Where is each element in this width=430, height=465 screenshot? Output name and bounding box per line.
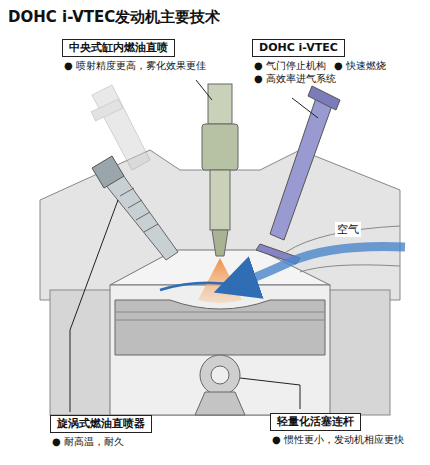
leader-line xyxy=(70,80,318,412)
central-injector xyxy=(202,84,238,256)
side-injector xyxy=(91,85,150,170)
callout-body: ● 惯性更小，发动机相应更快 xyxy=(270,431,420,446)
callout-box: 轻量化活塞连杆 ● 惯性更小，发动机相应更快 xyxy=(270,410,420,446)
swirl-injector xyxy=(92,156,178,260)
piston xyxy=(115,300,325,355)
callout-heading: 轻量化活塞连杆 xyxy=(270,413,361,431)
connecting-rod xyxy=(195,392,245,415)
bullet-text: ● 耐高温，耐久 xyxy=(52,435,208,448)
bullet-text: ● 气门停止机构 xyxy=(254,59,326,72)
callout-box: DOHC i-VTEC ● 气门停止机构 ● 快速燃烧● 高效率进气系统 xyxy=(252,36,402,85)
bullet-text: ● 快速燃烧 xyxy=(334,59,386,72)
intake-valve xyxy=(256,86,340,264)
callout-box: 中央式缸内燃油直喷 ● 喷射精度更高，雾化效果更佳 xyxy=(62,36,227,72)
callout-body: ● 耐高温，耐久 xyxy=(50,433,210,448)
cylinder-block xyxy=(50,290,390,415)
callout-heading-row: 旋涡式燃油直喷器 xyxy=(50,412,210,433)
callout-heading: DOHC i-VTEC xyxy=(252,39,345,57)
callout-box: 旋涡式燃油直喷器 ● 耐高温，耐久 xyxy=(50,412,210,448)
air-flow-arrow xyxy=(235,247,405,285)
piston-pin xyxy=(200,355,240,395)
callout-body: ● 气门停止机构 ● 快速燃烧● 高效率进气系统 xyxy=(252,57,402,85)
swirl-arrow xyxy=(160,283,240,290)
diagram-title: DOHC i-VTEC发动机主要技术 xyxy=(8,8,220,27)
bullet-text: ● 喷射精度更高，雾化效果更佳 xyxy=(64,59,225,72)
flow-label: 空气 xyxy=(335,222,361,237)
callout-heading: 旋涡式燃油直喷器 xyxy=(50,415,152,433)
bullet-row: ● 气门停止机构 ● 快速燃烧 xyxy=(254,59,400,72)
cylinder-bore xyxy=(110,285,330,415)
callout-heading-row: 中央式缸内燃油直喷 xyxy=(62,36,227,57)
callout-heading: 中央式缸内燃油直喷 xyxy=(62,39,175,57)
bullet-text: ● 惯性更小，发动机相应更快 xyxy=(272,433,418,446)
bullet-text: ● 高效率进气系统 xyxy=(254,72,400,85)
callout-heading-row: 轻量化活塞连杆 xyxy=(270,410,420,431)
callout-heading-row: DOHC i-VTEC xyxy=(252,36,402,57)
callout-body: ● 喷射精度更高，雾化效果更佳 xyxy=(62,57,227,72)
